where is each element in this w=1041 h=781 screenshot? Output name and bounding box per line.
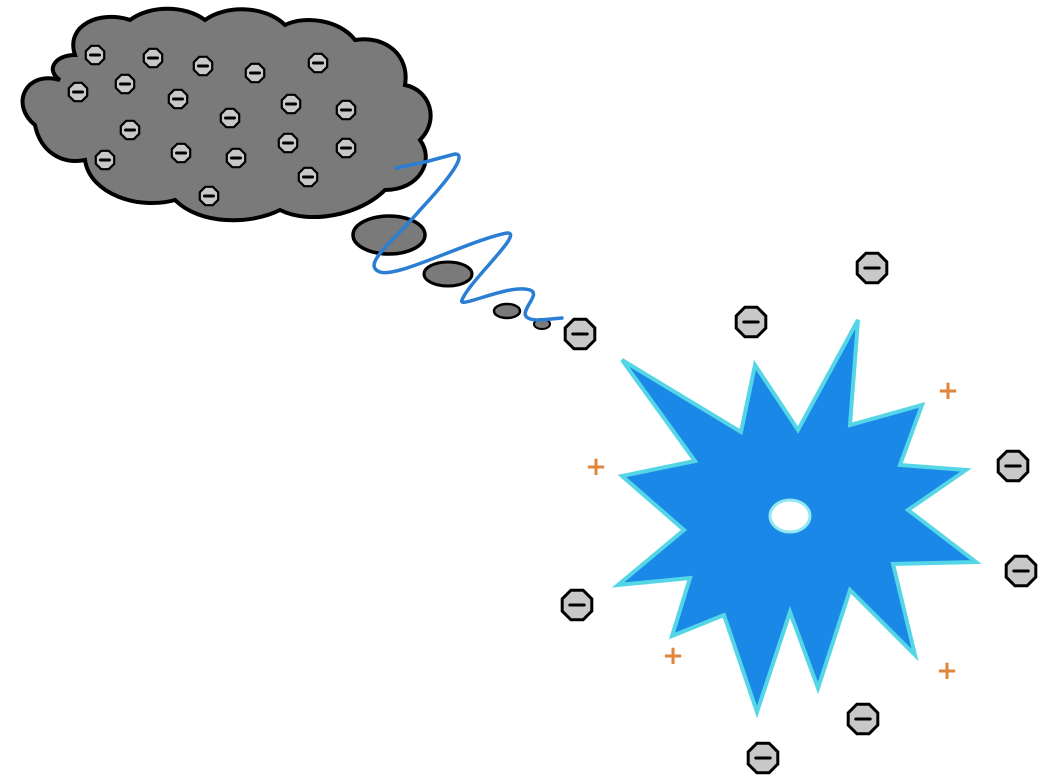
bubble-medium (424, 262, 472, 286)
free-electron (748, 743, 778, 773)
bubble-large (353, 216, 425, 254)
cloud-electron (169, 90, 187, 108)
charged-cloud (23, 9, 431, 220)
cloud-electron (227, 149, 245, 167)
free-electron (857, 253, 887, 283)
cloud-electron (96, 151, 114, 169)
cloud-electron (121, 121, 139, 139)
positive-ion: + (936, 656, 958, 686)
cloud-electron (200, 187, 218, 205)
cloud-electron (279, 134, 297, 152)
cloud-electron (172, 144, 190, 162)
free-electron (565, 319, 595, 349)
free-electron (562, 590, 592, 620)
positive-ion: + (662, 641, 684, 671)
cloud-electron (337, 101, 355, 119)
cloud-electron (144, 49, 162, 67)
cloud-electron (116, 75, 134, 93)
free-electron (848, 704, 878, 734)
bubble-small (494, 304, 520, 318)
cloud-electron (221, 109, 239, 127)
free-electron (736, 307, 766, 337)
free-electron (998, 451, 1028, 481)
cloud-electron (69, 83, 87, 101)
cloud-electron (337, 139, 355, 157)
cloud-electron (246, 64, 264, 82)
cloud-electron (194, 57, 212, 75)
cloud-electron (299, 168, 317, 186)
atom-nucleus (770, 500, 810, 532)
cloud-electron (309, 54, 327, 72)
free-electron (1006, 556, 1036, 586)
positive-ion: + (937, 376, 959, 406)
positive-ion: + (585, 452, 607, 482)
cloud-electron (86, 46, 104, 64)
cloud-electron (282, 95, 300, 113)
